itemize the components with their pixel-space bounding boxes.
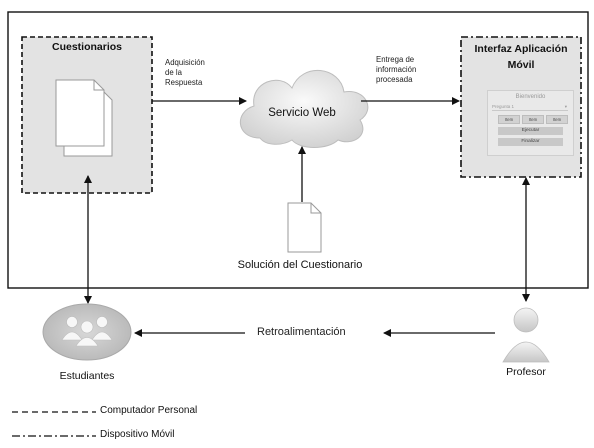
legend-computador: Computador Personal — [100, 405, 198, 416]
cloud-shape — [239, 70, 369, 148]
documents-icon — [55, 79, 113, 157]
phone-button-ejecutar: Ejecutar — [498, 127, 563, 135]
cuestionarios-box — [21, 36, 153, 194]
chevron-down-icon: ▾ — [564, 104, 567, 109]
adquisicion-label: Adquisición de la Respuesta — [165, 58, 205, 87]
solucion-label: Solución del Cuestionario — [237, 259, 363, 271]
phone-option: Item — [546, 115, 568, 124]
phone-welcome-text: Bienvenido — [515, 94, 546, 100]
interfaz-title-text: Interfaz Aplicación Móvil — [474, 43, 568, 71]
system-frame — [7, 11, 589, 289]
profesor-icon — [502, 307, 550, 363]
retroalimentacion-label: Retroalimentación — [257, 326, 346, 338]
cuestionarios-title: Cuestionarios — [51, 41, 122, 53]
legend-movil: Dispositivo Móvil — [100, 429, 175, 440]
solution-document-icon — [287, 202, 322, 253]
phone-options: Item Item Item — [498, 115, 568, 124]
phone-dropdown: Pregunta 1▾ — [492, 104, 568, 111]
profesor-label: Profesor — [506, 366, 546, 378]
entrega-label: Entrega de información procesada — [376, 55, 417, 84]
phone-button-finalizar: Finalizar — [498, 138, 563, 146]
servicio-web-label: Servicio Web — [268, 107, 336, 119]
phone-option: Item — [498, 115, 520, 124]
interfaz-title: Interfaz Aplicación Móvil — [463, 41, 579, 73]
phone-option: Item — [522, 115, 544, 124]
phone-screen-mockup: Bienvenido Pregunta 1▾ Item Item Item Ej… — [487, 90, 574, 156]
estudiantes-label: Estudiantes — [59, 370, 115, 382]
